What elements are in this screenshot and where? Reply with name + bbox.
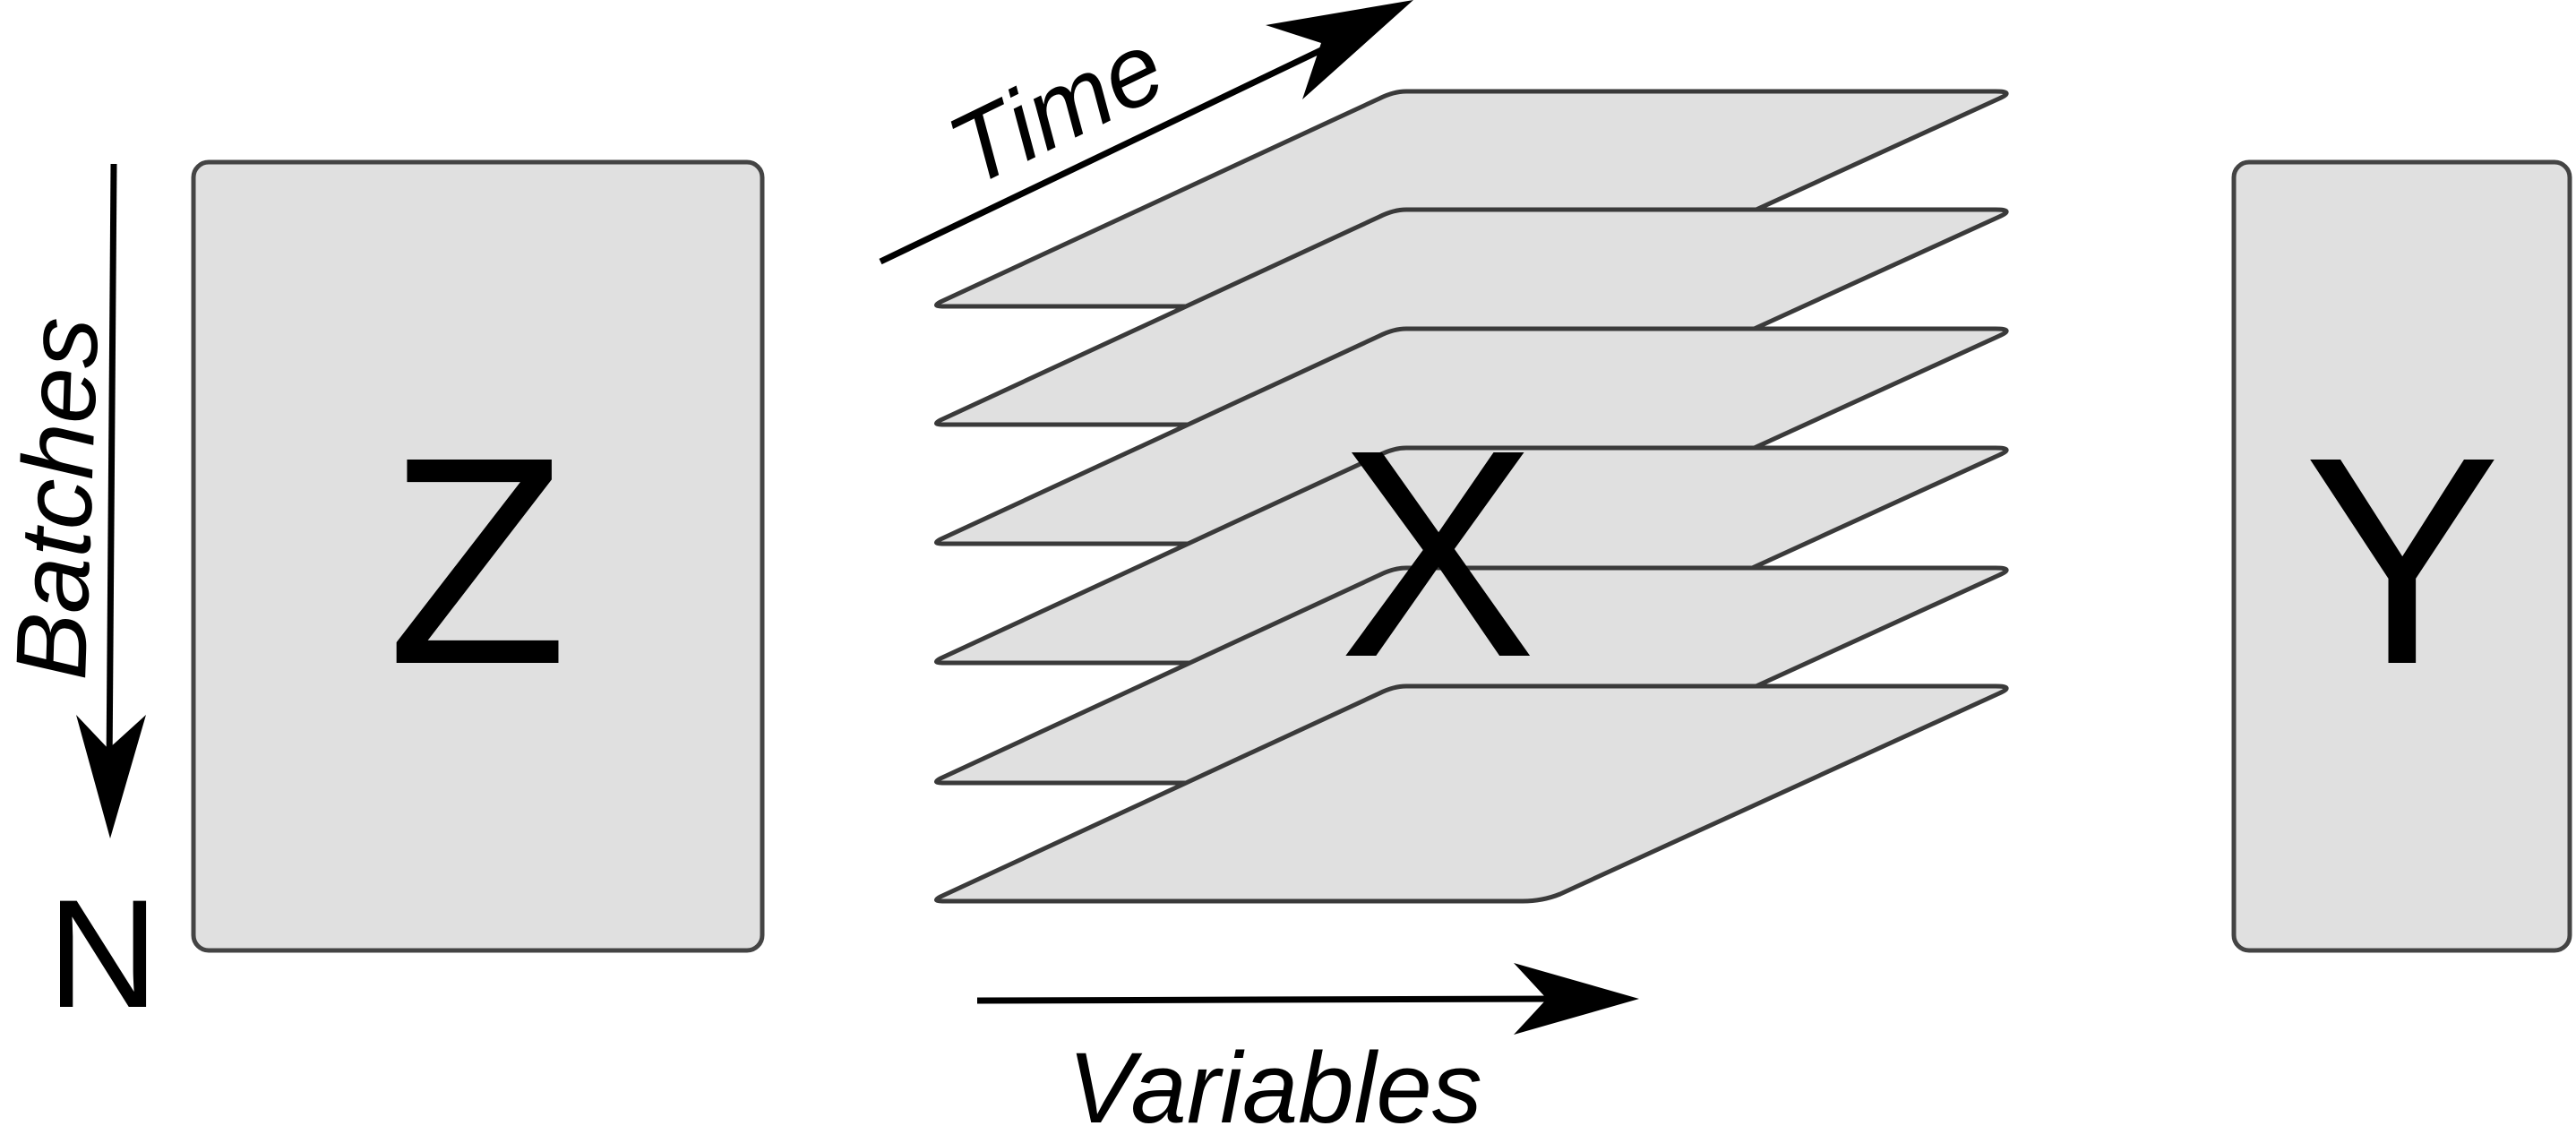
variables-axis-label: Variables <box>1068 1032 1482 1126</box>
batches-arrow-head <box>76 715 146 838</box>
x-block-label: X <box>1339 388 1536 718</box>
x-sheet-6 <box>934 683 2009 904</box>
z-block-label: Z <box>387 395 568 726</box>
time-arrow-head <box>1266 0 1413 99</box>
y-block: Y <box>2231 159 2572 953</box>
variables-axis: Variables <box>976 963 1639 1126</box>
batch-count-label: N <box>47 868 159 1040</box>
batches-axis-label: Batches <box>0 315 119 682</box>
x-sheet-stack: X <box>934 89 2009 904</box>
batches-arrow-line <box>106 163 117 771</box>
z-block: Z <box>191 159 765 953</box>
batches-axis: Batches <box>0 163 146 838</box>
z-block-rect <box>191 159 765 953</box>
variables-arrow-line <box>976 995 1559 1004</box>
variables-arrow-head <box>1514 963 1639 1035</box>
time-arrow-line <box>879 36 1345 265</box>
y-block-label: Y <box>2304 395 2501 726</box>
y-block-rect <box>2231 159 2572 953</box>
